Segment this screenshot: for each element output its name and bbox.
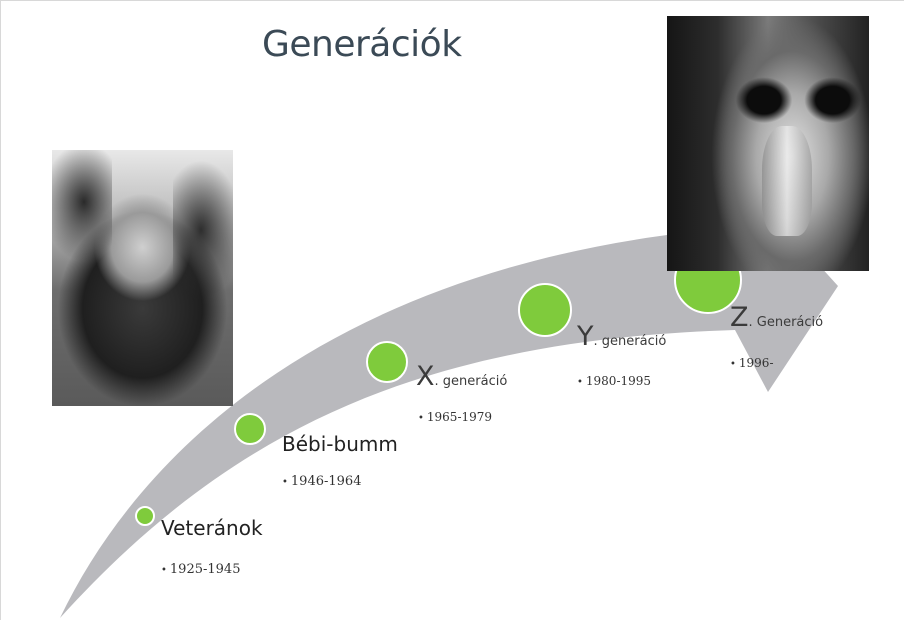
dot-veteranok: [135, 506, 155, 526]
stage-label-y: Y. generáció: [577, 321, 667, 352]
stage-years-z: •1996-: [730, 356, 774, 370]
stage-label-z: Z. Generáció: [730, 302, 824, 333]
bearded-elder-photo: [52, 150, 233, 406]
stage-label-bebi-bumm: Bébi-bumm: [282, 432, 398, 456]
stage-label-veteranok: Veteránok: [161, 516, 263, 540]
stage-label-x: X. generáció: [416, 361, 508, 392]
chrome-robot-face-photo: [667, 16, 869, 271]
dot-x: [366, 341, 408, 383]
arrow-shape: [60, 200, 838, 618]
stage-years-y: •1980-1995: [577, 374, 652, 388]
slide-title: Generációk: [262, 24, 462, 65]
stage-years-x: •1965-1979: [418, 410, 493, 424]
dot-bebi-bumm: [234, 413, 266, 445]
dot-y: [518, 283, 572, 337]
stage-years-veteranok: •1925-1945: [161, 562, 241, 577]
stage-years-bebi-bumm: •1946-1964: [282, 474, 362, 489]
